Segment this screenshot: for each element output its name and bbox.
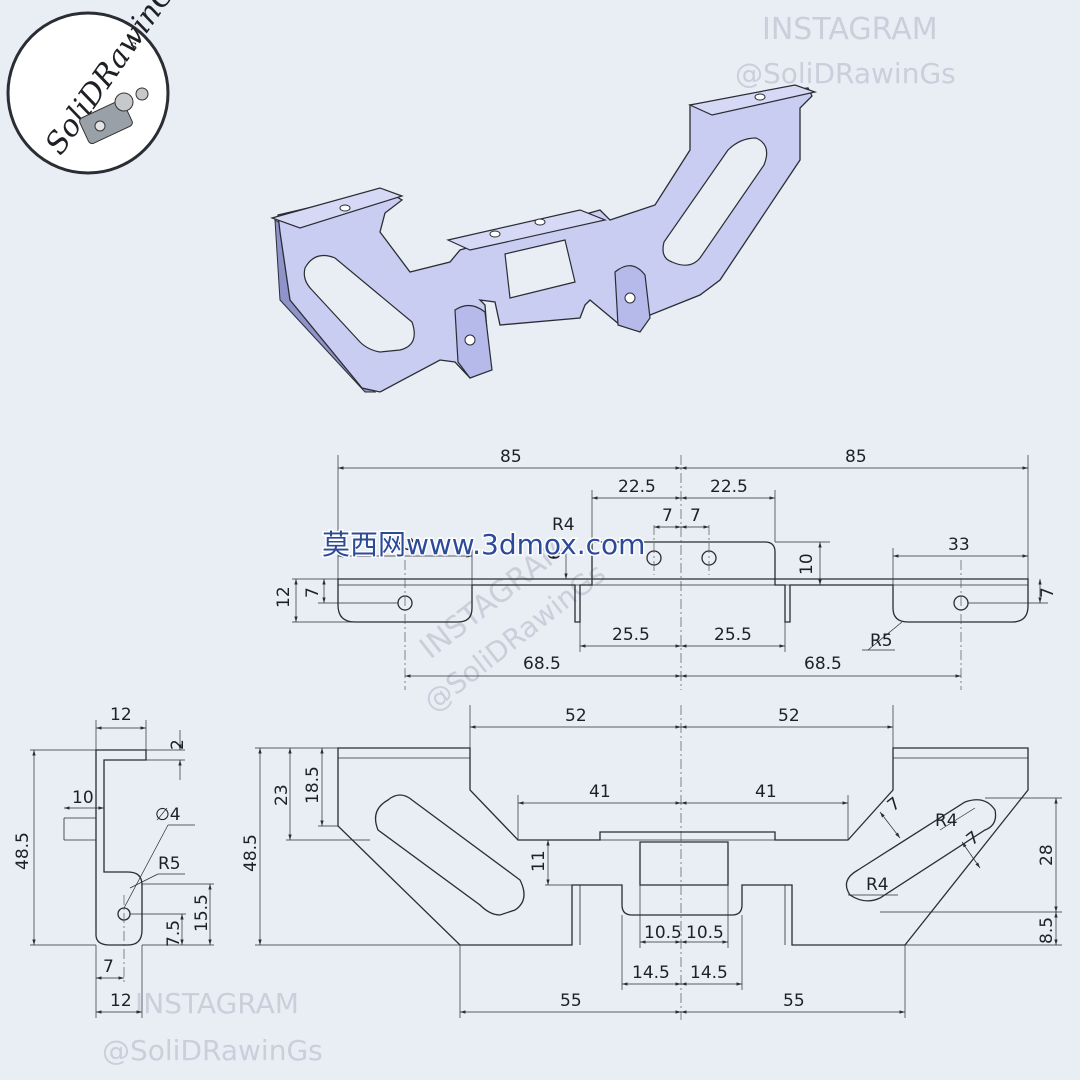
front-dim-14-5-right: 14.5 xyxy=(690,963,728,983)
front-dim-r4-bottom: R4 xyxy=(866,875,889,895)
isometric-view xyxy=(270,84,818,393)
front-dim-23: 23 xyxy=(272,784,292,806)
watermark-bottom-line1: INSTAGRAM xyxy=(135,987,299,1020)
front-dim-8-5: 8.5 xyxy=(1037,917,1057,944)
dim-r4: R4 xyxy=(552,515,575,535)
watermark-top-line2: @SoliDRawinGs xyxy=(735,57,956,90)
dim-68-5-right: 68.5 xyxy=(804,654,842,674)
front-dim-48-5: 48.5 xyxy=(241,834,261,872)
top-view: 85 85 22.5 22.5 7 7 R4 6 10 33 33 12 xyxy=(274,447,1058,690)
dim-33-left: 33 xyxy=(393,535,415,555)
front-dim-55-left: 55 xyxy=(560,991,582,1011)
logo: SoliDRawinG s xyxy=(6,0,183,175)
dim-7-right-height: 7 xyxy=(1038,587,1058,598)
front-dim-7-a: 7 xyxy=(884,794,905,816)
side-dim-diameter-4: ∅4 xyxy=(155,805,181,825)
dim-7-left-height: 7 xyxy=(303,587,323,598)
side-dim-r5: R5 xyxy=(158,854,181,874)
dim-12: 12 xyxy=(274,586,294,608)
front-dim-28: 28 xyxy=(1037,844,1057,866)
dim-r5: R5 xyxy=(870,631,893,651)
dim-25-5-right: 25.5 xyxy=(714,625,752,645)
dim-25-5-left: 25.5 xyxy=(612,625,650,645)
side-view: 12 2 10 ∅4 R5 48.5 15.5 7.5 7 xyxy=(13,705,214,1018)
side-dim-2: 2 xyxy=(168,739,188,750)
front-dim-r4-top: R4 xyxy=(935,811,958,831)
dim-68-5-left: 68.5 xyxy=(523,654,561,674)
side-dim-12-bottom: 12 xyxy=(110,991,132,1011)
front-dim-7-b: 7 xyxy=(963,828,984,850)
front-view: 52 52 41 41 48.5 23 18.5 11 10.5 10.5 xyxy=(241,705,1062,1020)
dim-22-5-left: 22.5 xyxy=(618,477,656,497)
front-dim-10-5-left: 10.5 xyxy=(644,923,682,943)
front-dim-41-right: 41 xyxy=(755,782,777,802)
front-dim-52-right: 52 xyxy=(778,706,800,726)
dim-7-right: 7 xyxy=(690,506,701,526)
dim-10: 10 xyxy=(797,553,817,575)
logo-suffix: s xyxy=(130,38,137,54)
front-dim-41-left: 41 xyxy=(589,782,611,802)
dim-7-left: 7 xyxy=(662,506,673,526)
front-dim-11: 11 xyxy=(529,850,549,872)
dim-6: 6 xyxy=(545,549,565,560)
side-dim-7: 7 xyxy=(103,957,114,977)
logo-part-icon xyxy=(79,87,149,145)
front-dim-14-5-left: 14.5 xyxy=(632,963,670,983)
dim-85-right: 85 xyxy=(845,447,867,467)
watermark-top-line1: INSTAGRAM xyxy=(762,12,938,47)
watermark-bottom-line2: @SoliDRawinGs xyxy=(102,1034,323,1067)
dim-85-left: 85 xyxy=(500,447,522,467)
side-dim-12-top: 12 xyxy=(110,705,132,725)
dim-33-right: 33 xyxy=(948,535,970,555)
dim-22-5-right: 22.5 xyxy=(710,477,748,497)
front-dim-55-right: 55 xyxy=(783,991,805,1011)
front-dim-18-5: 18.5 xyxy=(303,766,323,804)
front-dim-52-left: 52 xyxy=(565,706,587,726)
side-dim-48-5: 48.5 xyxy=(13,832,33,870)
front-dim-10-5-right: 10.5 xyxy=(686,923,724,943)
side-dim-10: 10 xyxy=(72,788,94,808)
side-dim-7-5: 7.5 xyxy=(164,920,184,947)
site-watermark: 莫西网www.3dmox.com xyxy=(322,528,645,561)
side-dim-15-5: 15.5 xyxy=(192,894,212,932)
